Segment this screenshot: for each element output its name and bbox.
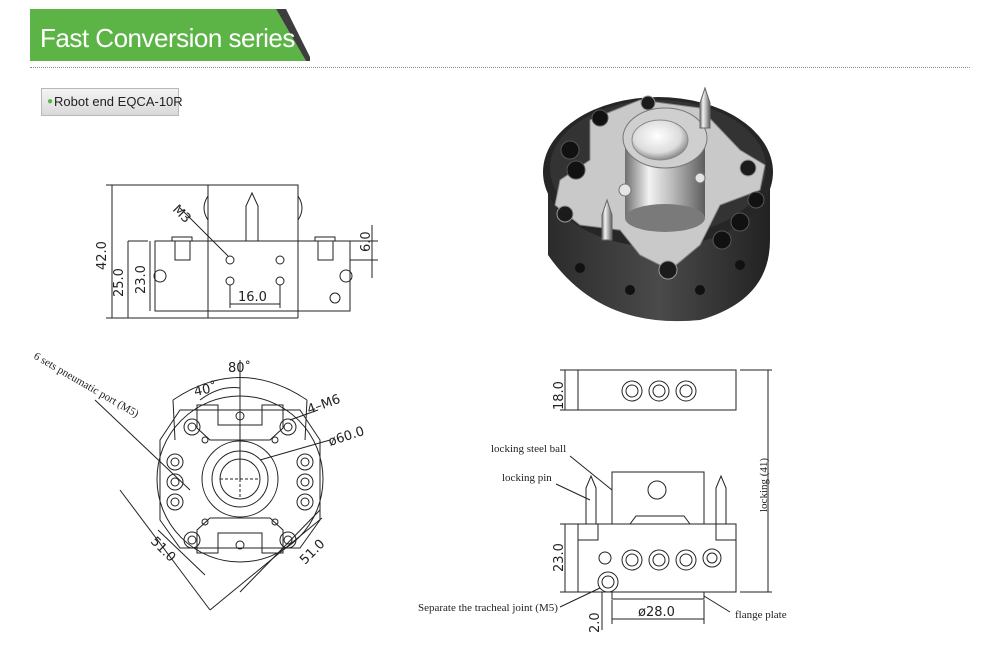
label-locking-steel-ball: locking steel ball (491, 443, 566, 455)
series-banner: Fast Conversion series (30, 9, 310, 61)
dim-dia60: ø60.0 (327, 424, 367, 450)
dim-25: 25.0 (112, 268, 127, 297)
label-flange-plate: flange plate (735, 609, 787, 621)
dim-dia28: ø28.0 (638, 605, 675, 620)
dim-4-m6: 4–M6 (305, 392, 342, 418)
dim-2: 2.0 (588, 612, 603, 633)
dim-16: 16.0 (238, 290, 267, 305)
dim-80deg: 80˚ (228, 360, 251, 376)
bullet-icon: ● (47, 96, 54, 107)
dim-6: 6.0 (359, 231, 374, 252)
product-render (543, 86, 773, 322)
side-view-drawing (106, 184, 378, 319)
dim-18: 18.0 (552, 381, 567, 410)
label-tracheal-joint: Separate the tracheal joint (M5) (418, 602, 558, 614)
dim-51-right: 51.0 (297, 537, 328, 568)
pneumatic-port-note: 6 sets pneumatic port (M5) (32, 350, 141, 420)
dim-23-front: 23.0 (552, 543, 567, 572)
dim-m3: M3 (169, 202, 193, 226)
label-locking-41: locking (41) (758, 458, 770, 512)
banner-shape (30, 9, 310, 61)
top-view-drawing (94, 360, 331, 611)
model-tag: ●Robot end EQCA-10R (41, 88, 183, 116)
label-locking-pin: locking pin (502, 472, 552, 484)
header-divider (30, 67, 970, 68)
dim-40deg: 40˚ (193, 379, 219, 399)
dim-23-side: 23.0 (134, 265, 149, 294)
front-view-drawing (555, 369, 772, 630)
dim-42: 42.0 (95, 241, 110, 270)
model-label: Robot end EQCA-10R (54, 94, 183, 109)
page-title: Fast Conversion series (40, 23, 295, 53)
